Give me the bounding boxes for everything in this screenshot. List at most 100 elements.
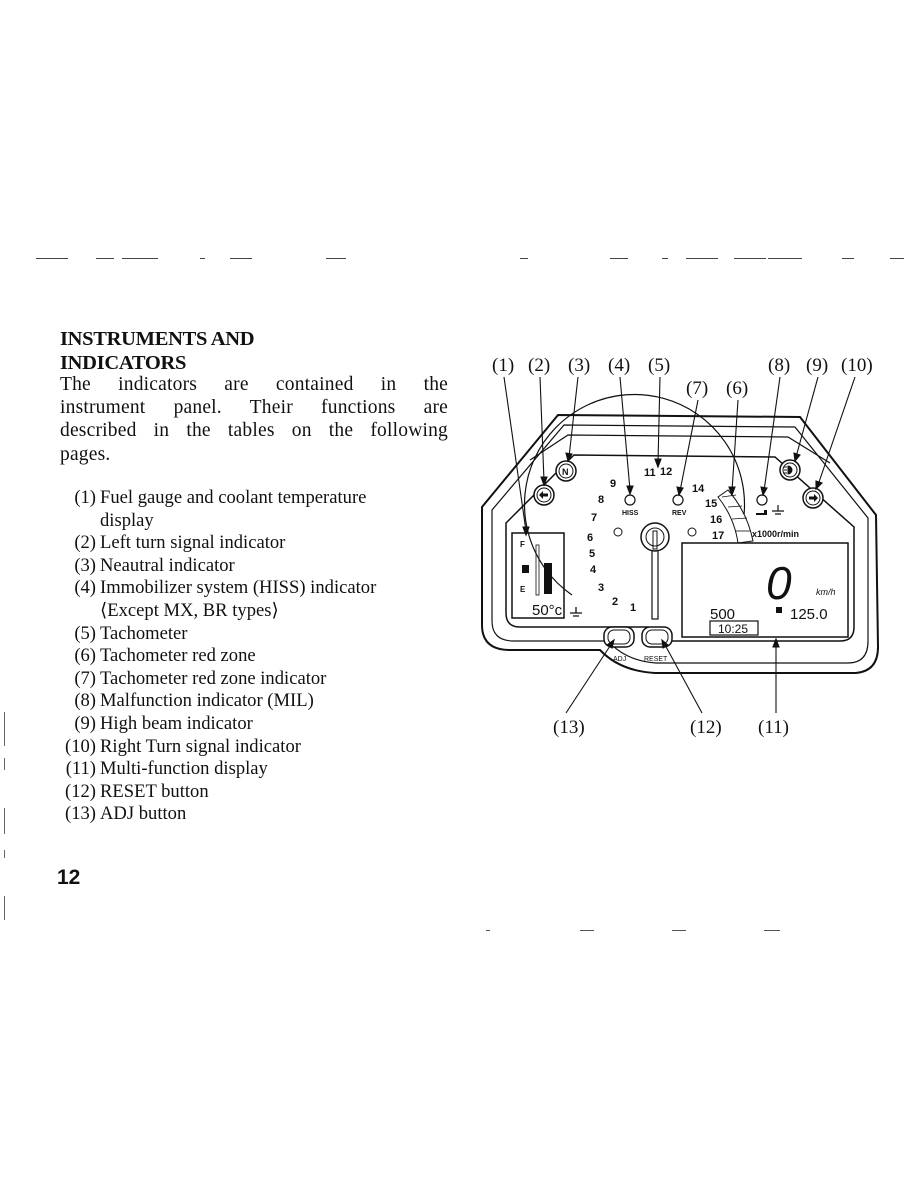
hiss-label: HISS xyxy=(622,510,639,517)
coolant-temp-readout: 50°c xyxy=(532,602,563,619)
legend-item: (1)Fuel gauge and coolant temperature xyxy=(58,487,448,510)
callout-label: (8) xyxy=(768,355,790,376)
mil-indicator-icon xyxy=(756,494,768,506)
tach-number: 12 xyxy=(660,466,672,478)
tach-number: 9 xyxy=(610,478,616,490)
callout-label: (10) xyxy=(841,355,873,376)
legend-list: (1)Fuel gauge and coolant temperature di… xyxy=(58,487,448,826)
callout-label: (1) xyxy=(492,355,514,376)
legend-item: (2)Left turn signal indicator xyxy=(58,532,448,555)
section-heading: INSTRUMENTS AND INDICATORS xyxy=(60,328,255,374)
fuel-pump-icon xyxy=(522,565,529,573)
tach-number: 1 xyxy=(630,602,636,614)
tach-number: 7 xyxy=(591,512,597,524)
instrument-panel-diagram: 1 2 3 4 5 6 7 8 9 11 12 14 15 16 17 x100… xyxy=(481,355,880,738)
legend-item: (13)ADJ button xyxy=(58,803,448,826)
screw-icon xyxy=(687,527,697,537)
legend-num: (4) xyxy=(74,577,96,599)
legend-num: (8) xyxy=(74,690,96,712)
callout-label: (5) xyxy=(648,355,670,376)
legend-item: (12)RESET button xyxy=(58,781,448,804)
legend-item: (4)Immobilizer system (HISS) indicator xyxy=(58,577,448,600)
tach-number: 8 xyxy=(598,494,604,506)
adj-label: ADJ xyxy=(613,656,626,663)
legend-num: (1) xyxy=(74,487,96,508)
legend-text: Fuel gauge and coolant temperature xyxy=(100,487,367,508)
legend-text: Tachometer red zone indicator xyxy=(100,667,327,689)
page-number: 12 xyxy=(57,866,81,889)
legend-text: Immobilizer system (HISS) indicator xyxy=(100,577,377,599)
legend-text: High beam indicator xyxy=(100,712,253,734)
legend-text: Tachometer xyxy=(100,622,188,644)
engine-check-icon xyxy=(756,510,767,515)
reset-label: RESET xyxy=(644,656,668,663)
legend-text: Neautral indicator xyxy=(100,554,235,576)
coolant-temp-icon xyxy=(772,505,784,515)
legend-text: Malfunction indicator (MIL) xyxy=(100,690,314,712)
rev-indicator-icon xyxy=(672,494,684,506)
callout-label: (11) xyxy=(758,717,789,738)
rev-label: REV xyxy=(672,510,687,517)
legend-item: (9)High beam indicator xyxy=(58,713,448,736)
legend-text-cont: display xyxy=(100,509,154,531)
legend-text: Multi-function display xyxy=(100,758,268,780)
tach-number: 15 xyxy=(705,498,717,510)
legend-num: (10) xyxy=(65,735,96,757)
trip-readout: 125.0 xyxy=(790,606,828,623)
callout-label: (2) xyxy=(528,355,550,376)
right-arrow-icon xyxy=(809,494,818,502)
callout-label: (3) xyxy=(568,355,590,376)
callout-label: (7) xyxy=(686,378,708,399)
legend-num: (12) xyxy=(65,780,96,802)
legend-num: (2) xyxy=(74,532,96,554)
tach-unit: x1000r/min xyxy=(752,529,799,539)
panel-visor xyxy=(529,434,831,464)
legend-text-cont: ⟨Except MX, BR types⟩ xyxy=(100,599,279,621)
screw-icon xyxy=(613,527,623,537)
tach-number: 14 xyxy=(692,483,705,495)
legend-item: (11)Multi-function display xyxy=(58,758,448,781)
legend-num: (5) xyxy=(74,622,96,644)
legend-num: (9) xyxy=(74,712,96,734)
legend-num: (3) xyxy=(74,554,96,576)
tach-number: 16 xyxy=(710,514,722,526)
legend-text: ADJ button xyxy=(100,803,187,825)
legend-item-cont: ⟨Except MX, BR types⟩ xyxy=(58,600,448,623)
speed-readout: 0 xyxy=(766,557,792,609)
legend-item: (5)Tachometer xyxy=(58,623,448,646)
legend-item: (7)Tachometer red zone indicator xyxy=(58,668,448,691)
legend-item-cont: display xyxy=(58,510,448,533)
legend-text: Tachometer red zone xyxy=(100,645,256,667)
coolant-temp-icon xyxy=(570,607,582,617)
tach-number: 11 xyxy=(644,467,656,479)
legend-num: (7) xyxy=(74,667,96,689)
legend-text: Left turn signal indicator xyxy=(100,532,286,554)
panel-housing-inner xyxy=(491,424,869,664)
multi-function-display xyxy=(681,542,849,638)
leader-lines xyxy=(503,376,856,714)
legend-num: (13) xyxy=(65,803,96,825)
neutral-letter: N xyxy=(562,467,569,477)
tachometer-hub xyxy=(640,522,670,552)
left-arrow-icon xyxy=(539,491,548,499)
clock-frame xyxy=(709,620,759,636)
legend-text: Right Turn signal indicator xyxy=(100,735,301,757)
callout-label: (9) xyxy=(806,355,828,376)
trip-icon xyxy=(776,607,782,613)
callout-label: (4) xyxy=(608,355,630,376)
fuel-empty-label: E xyxy=(520,585,526,594)
clock-readout: 10:25 xyxy=(718,622,748,636)
callout-label: (13) xyxy=(553,717,585,738)
legend-item: (6)Tachometer red zone xyxy=(58,645,448,668)
tachometer-dial xyxy=(523,393,746,596)
fuel-full-label: F xyxy=(520,540,525,549)
odometer-readout: 500 xyxy=(710,606,735,623)
tach-number: 3 xyxy=(598,582,604,594)
legend-num: (11) xyxy=(65,758,96,780)
tach-number: 6 xyxy=(587,532,593,544)
legend-item: (3)Neautral indicator xyxy=(58,555,448,578)
legend-item: (10)Right Turn signal indicator xyxy=(58,736,448,759)
speed-unit: km/h xyxy=(816,587,836,597)
tach-number: 5 xyxy=(589,548,595,560)
legend-item: (8)Malfunction indicator (MIL) xyxy=(58,690,448,713)
